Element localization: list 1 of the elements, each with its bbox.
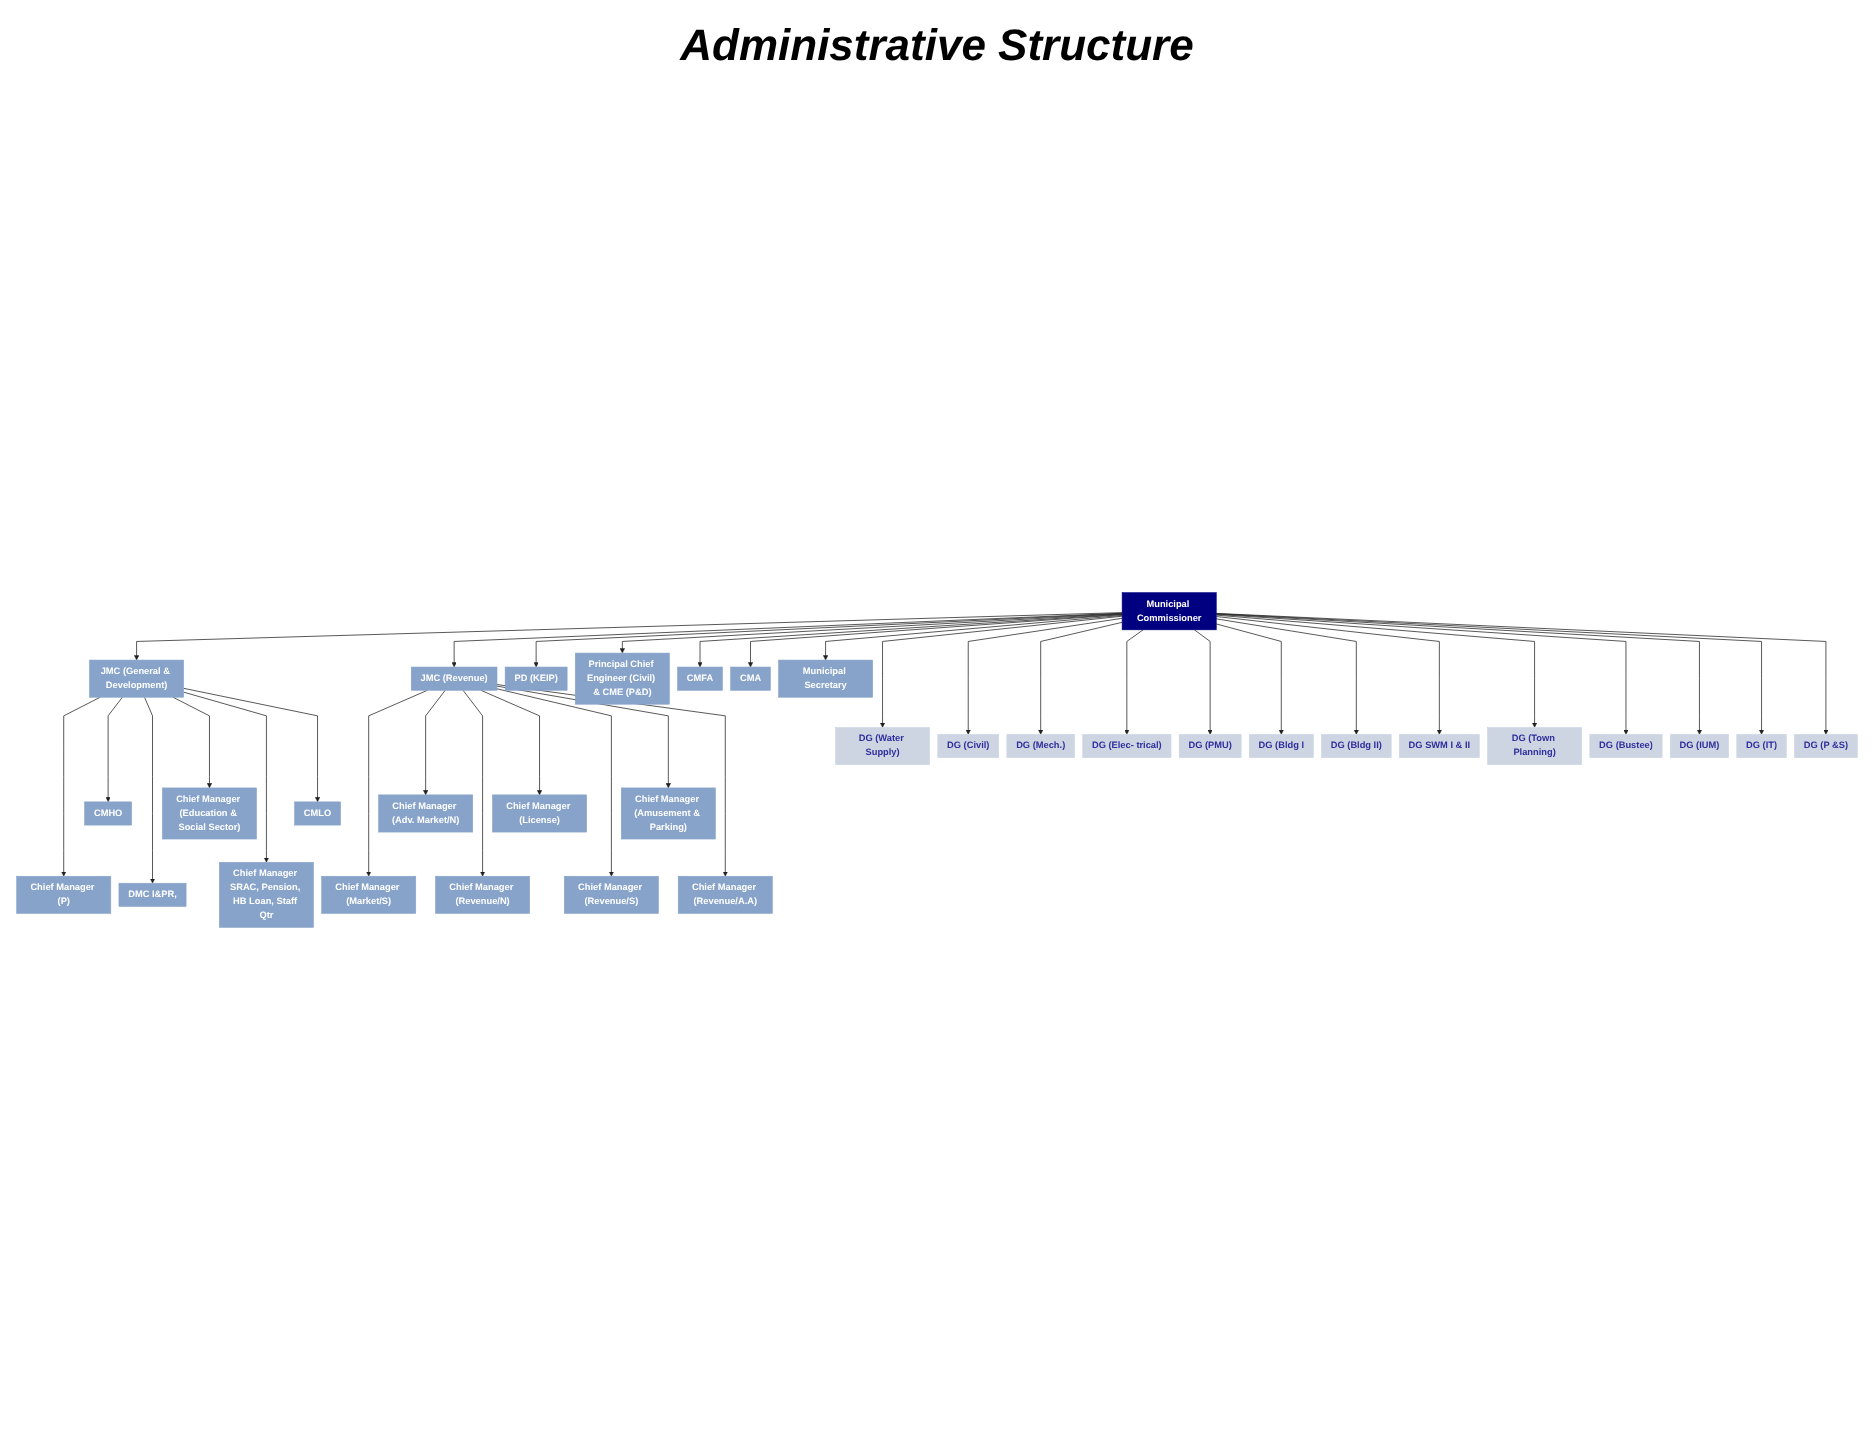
diagram-title: Administrative Structure bbox=[680, 20, 1194, 72]
